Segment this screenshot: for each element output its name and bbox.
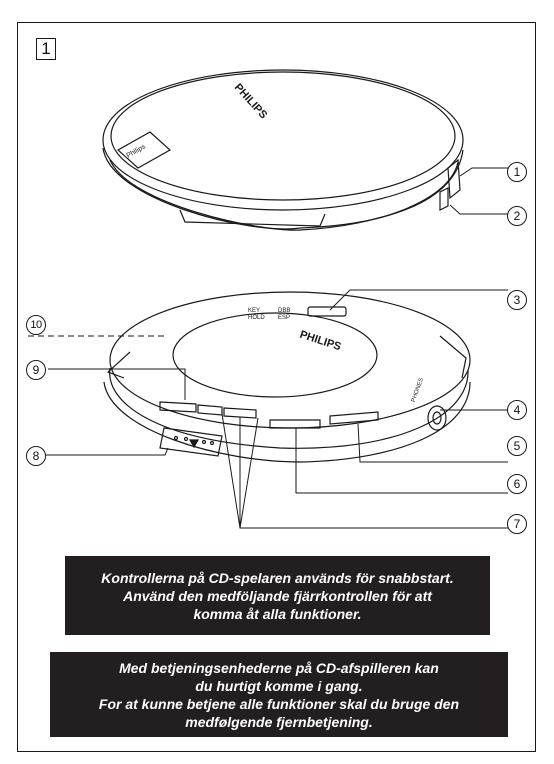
callout-2: 2	[507, 206, 527, 226]
figure-number: 1	[36, 38, 56, 60]
callout-7: 7	[507, 514, 527, 534]
callout-leaders	[28, 167, 508, 529]
callout-10: 10	[26, 315, 46, 335]
swedish-notice: Kontrollerna på CD-spelaren används för …	[65, 556, 490, 635]
callout-1: 1	[507, 162, 527, 182]
figure-frame	[17, 22, 536, 752]
callout-8: 8	[26, 446, 46, 466]
cd-player-top-view	[102, 69, 464, 231]
danish-notice-text: Med betjeningsenhederne på CD-afspillere…	[98, 659, 460, 730]
callout-6: 6	[507, 474, 527, 494]
swedish-notice-text: Kontrollerna på CD-spelaren används för …	[101, 569, 454, 622]
callout-3: 3	[507, 290, 527, 310]
danish-notice: Med betjeningsenhederne på CD-afspillere…	[50, 652, 508, 737]
callout-9: 9	[26, 360, 46, 380]
callout-4: 4	[507, 400, 527, 420]
callout-5: 5	[507, 436, 527, 456]
cd-player-front-view	[103, 291, 471, 463]
